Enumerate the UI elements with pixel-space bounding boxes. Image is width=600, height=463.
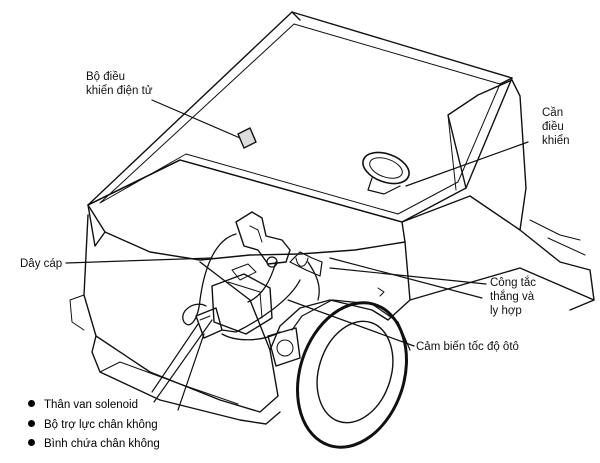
legend-item-solenoid: Thân van solenoid [28, 398, 138, 412]
car-side [269, 79, 595, 351]
label-control-lever: Cần điều khiển [542, 106, 570, 148]
legend-text: Bình chứa chân không [44, 438, 160, 450]
headlight [267, 327, 301, 367]
hood [87, 159, 406, 261]
front-wheel [291, 299, 411, 449]
bullet-icon [28, 439, 35, 447]
legend-item-vacuum-tank: Bình chứa chân không [28, 437, 160, 451]
label-control-lever-line3: khiển [542, 135, 570, 147]
bullet-icon [28, 420, 35, 428]
label-brake-clutch-line1: Công tắc [490, 277, 537, 289]
label-control-lever-line1: Cần [542, 107, 564, 119]
label-ecu-line2: khiển điện tử [86, 85, 153, 97]
cables [182, 233, 320, 341]
bullet-icon [28, 400, 35, 408]
label-ecu-line1: Bộ điều [86, 71, 126, 83]
car-front [69, 214, 281, 425]
legend-text: Bộ trợ lực chân không [44, 419, 158, 431]
legend-item-vacuum-booster: Bộ trợ lực chân không [28, 418, 158, 432]
label-control-lever-line2: điều [542, 121, 564, 133]
steering-wheel [362, 151, 410, 195]
label-ecu: Bộ điều khiển điện tử [86, 70, 153, 98]
legend-text: Thân van solenoid [44, 399, 138, 411]
ecu-box [237, 127, 257, 149]
label-cable: Dây cáp [20, 258, 63, 270]
label-speed-sensor: Cảm biến tốc độ ôtô [416, 341, 519, 353]
label-brake-clutch-line3: ly hợp [490, 305, 522, 317]
label-brake-clutch-line2: thắng và [490, 291, 535, 303]
label-brake-clutch-switch: Công tắc thắng và ly hợp [490, 276, 536, 318]
leader-lines [65, 99, 529, 411]
